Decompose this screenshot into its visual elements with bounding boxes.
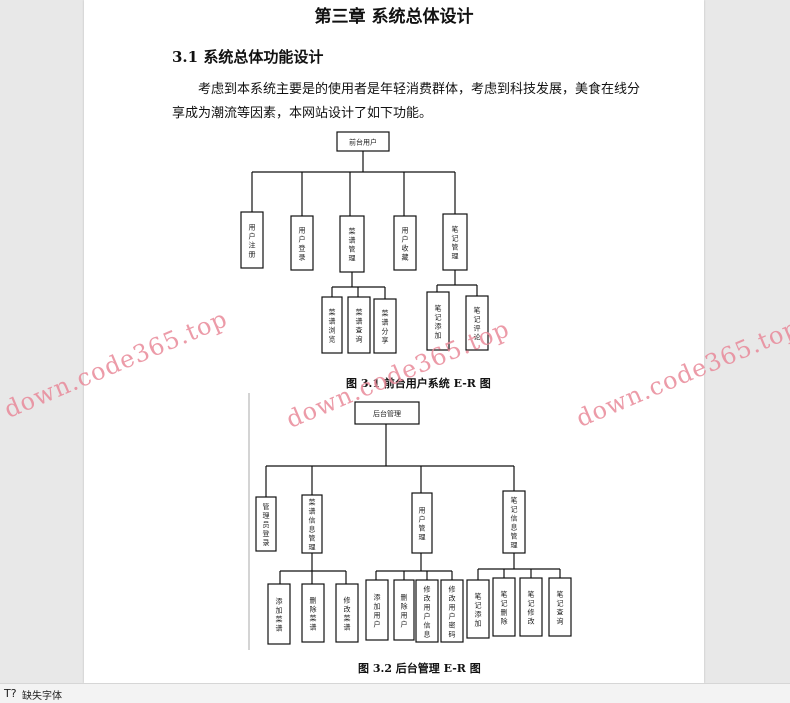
- node-leaf: 笔记评论: [465, 295, 489, 351]
- node-label: 笔记信息管理: [511, 496, 518, 550]
- node-label: 菜谱分享: [382, 309, 389, 345]
- node-root: 前台用户: [336, 131, 390, 152]
- body-paragraph: 考虑到本系统主要是的使用者是年轻消费群体，考虑到科技发展，美食在线分享成为潮流等…: [172, 82, 641, 121]
- node-child: 菜谱信息管理: [301, 494, 323, 554]
- node-label: 菜谱信息管理: [309, 498, 316, 552]
- node-child: 菜谱管理: [339, 215, 365, 273]
- node-leaf: 修改用户信息: [415, 579, 439, 643]
- node-child: 管理员登录: [255, 496, 277, 552]
- node-child: 用户收藏: [393, 215, 417, 271]
- node-label: 修改用户密码: [449, 585, 456, 639]
- figure2-connectors: [265, 424, 561, 584]
- node-child: 用户管理: [411, 492, 433, 554]
- node-child: 笔记信息管理: [502, 490, 526, 554]
- node-leaf: 菜谱浏览: [321, 296, 343, 354]
- node-leaf: 笔记删除: [492, 577, 516, 637]
- figure2-caption: 图 3.2 后台管理 E-R 图: [358, 662, 481, 675]
- node-label: 菜谱管理: [349, 227, 356, 263]
- node-leaf: 添加用户: [365, 579, 389, 641]
- node-label: 用户登录: [299, 227, 306, 262]
- node-leaf: 菜谱分享: [373, 298, 397, 354]
- node-root: 后台管理: [354, 401, 420, 425]
- node-label: 管理员登录: [263, 502, 270, 547]
- node-label: 修改用户信息: [424, 585, 431, 639]
- missing-font-icon: T?: [4, 687, 17, 700]
- node-leaf: 笔记添加: [426, 291, 450, 351]
- node-label: 前台用户: [349, 138, 377, 147]
- node-child: 笔记管理: [442, 213, 468, 271]
- node-label: 笔记添加: [435, 304, 442, 340]
- node-label: 笔记修改: [528, 590, 535, 626]
- node-label: 菜谱浏览: [329, 308, 336, 344]
- node-label: 添加用户: [374, 593, 381, 629]
- node-leaf: 菜谱查询: [347, 296, 371, 354]
- node-label: 笔记添加: [475, 592, 482, 628]
- status-bar: T? 缺失字体: [0, 683, 790, 703]
- node-leaf: 添加菜谱: [267, 583, 291, 645]
- node-child: 用户登录: [290, 215, 314, 271]
- section-title: 3.1 系统总体功能设计: [172, 48, 324, 66]
- node-label: 添加菜谱: [276, 597, 283, 633]
- node-label: 菜谱查询: [356, 308, 363, 344]
- node-leaf: 删除菜谱: [301, 583, 325, 643]
- node-leaf: 删除用户: [393, 579, 415, 641]
- node-label: 用户管理: [419, 507, 426, 542]
- figure1-connectors: [251, 151, 478, 299]
- chapter-title: 第三章 系统总体设计: [314, 7, 474, 27]
- figure1-caption: 图 3.1 前台用户系统 E-R 图: [346, 377, 491, 390]
- node-label: 笔记删除: [501, 590, 508, 626]
- node-label: 删除菜谱: [310, 596, 317, 632]
- node-label: 笔记评论: [474, 306, 481, 342]
- node-label: 用户收藏: [402, 227, 409, 262]
- node-label: 用户注册: [249, 224, 256, 259]
- node-child: 用户注册: [240, 211, 264, 269]
- missing-font-label[interactable]: 缺失字体: [22, 691, 62, 702]
- node-label: 删除用户: [401, 593, 408, 629]
- node-leaf: 修改用户密码: [440, 579, 464, 643]
- node-label: 修改菜谱: [344, 596, 351, 632]
- node-label: 笔记管理: [452, 225, 459, 261]
- node-leaf: 笔记查询: [548, 577, 572, 637]
- node-label: 后台管理: [373, 409, 401, 418]
- node-leaf: 修改菜谱: [335, 583, 359, 643]
- node-leaf: 笔记修改: [519, 577, 543, 637]
- node-label: 笔记查询: [557, 590, 564, 626]
- node-leaf: 笔记添加: [466, 579, 490, 639]
